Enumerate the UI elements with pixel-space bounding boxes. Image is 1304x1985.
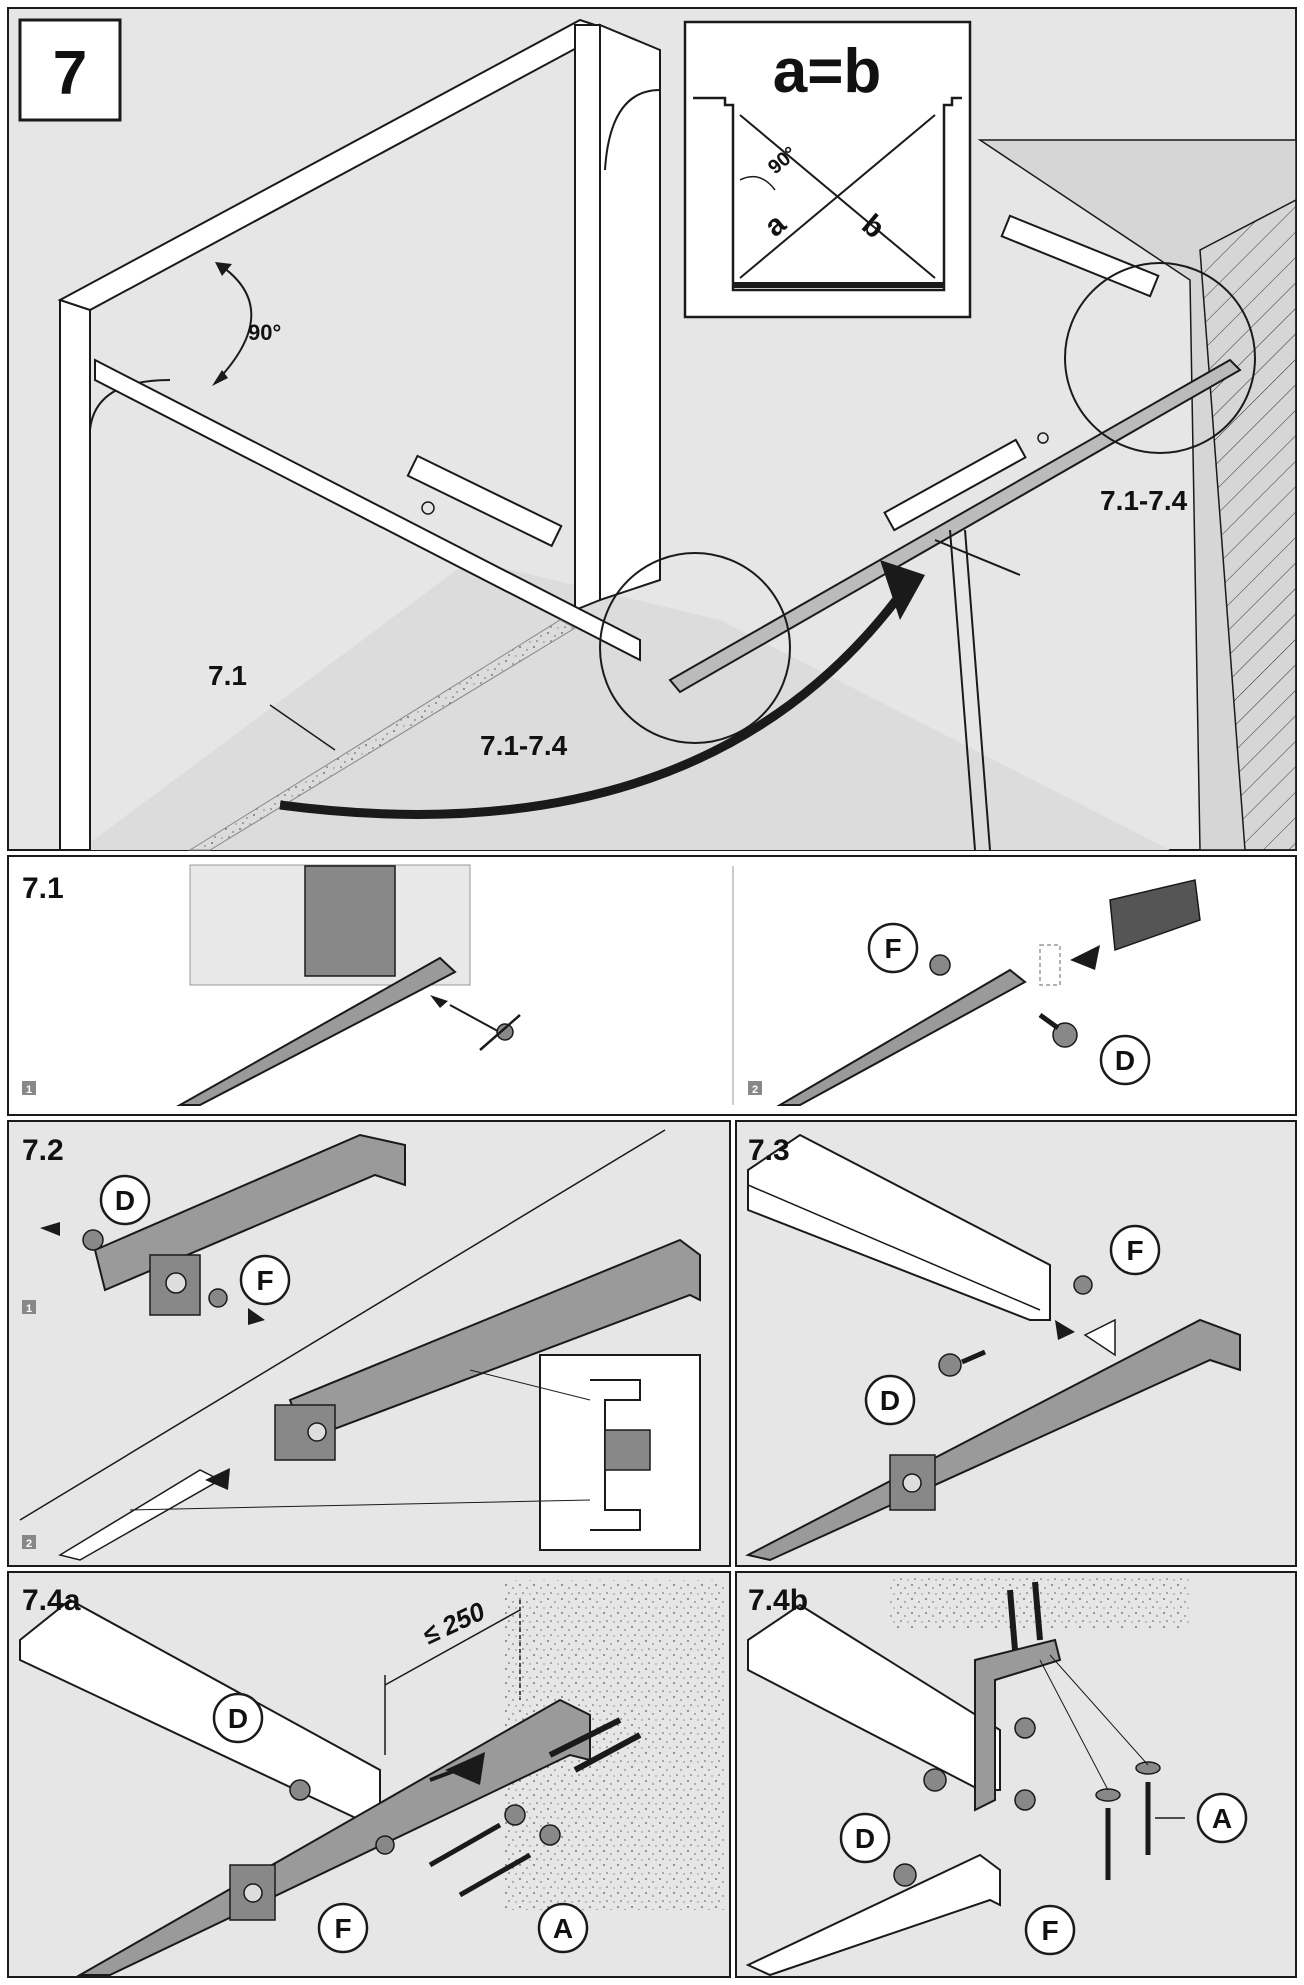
drive-rail [668, 358, 1242, 694]
label-d: D [1115, 1045, 1135, 1076]
main-panel: 90° 7.1-7.4 7.1-7.4 7.1 7 [7, 7, 1297, 851]
panel-7-4b: 7.4b D F A [735, 1571, 1297, 1978]
circle-a [1196, 1792, 1248, 1844]
label-f: F [1041, 1915, 1058, 1946]
circle-d [864, 1374, 916, 1426]
sub-step-2: 2 [752, 1084, 758, 1096]
inset-formula: a=b [773, 37, 882, 106]
label-d: D [855, 1823, 875, 1854]
circle-f [867, 922, 919, 974]
sub-step-2: 2 [26, 1538, 32, 1550]
panel-title-7-2: 7.2 [22, 1134, 64, 1167]
label-f: F [256, 1265, 273, 1296]
detail-circle-right [1064, 262, 1256, 454]
detail-circle-left [599, 552, 791, 744]
panel-title-7-4a: 7.4a [22, 1584, 81, 1617]
circle-f [239, 1254, 291, 1306]
step-number: 7 [53, 39, 87, 108]
circle-d [839, 1812, 891, 1864]
squareness-inset: a=b 90° a b [683, 20, 972, 319]
panel-title-7-1: 7.1 [22, 872, 64, 905]
sub-step-1: 1 [26, 1303, 32, 1315]
circle-d [1099, 1034, 1151, 1086]
label-f: F [334, 1913, 351, 1944]
label-d: D [880, 1385, 900, 1416]
curved-arrow [279, 592, 904, 819]
callout-right: 7.1-7.4 [1100, 485, 1188, 516]
angle-label: 90° [248, 320, 281, 345]
circle-f [1024, 1904, 1076, 1956]
circle-d [212, 1692, 264, 1744]
panel-7-4a: ≤ 250 7.4a D F A [7, 1571, 731, 1978]
door-frame [57, 18, 661, 851]
support-stand [934, 529, 1021, 851]
panel-title-7-4b: 7.4b [748, 1584, 808, 1617]
circle-d [99, 1174, 151, 1226]
panel-7-1: 7.1 1 2 F D [7, 855, 1297, 1116]
callout-7-1: 7.1 [208, 660, 247, 691]
label-d: D [115, 1185, 135, 1216]
label-f: F [1126, 1235, 1143, 1266]
label-d: D [228, 1703, 248, 1734]
label-a: A [1212, 1803, 1232, 1834]
label-f: F [884, 933, 901, 964]
circle-f [1109, 1224, 1161, 1276]
step-number-box: 7 [18, 18, 122, 122]
panel-7-3: 7.3 F D [735, 1120, 1297, 1567]
callout-left: 7.1-7.4 [480, 730, 568, 761]
panel-title-7-3: 7.3 [748, 1134, 790, 1167]
sub-step-1: 1 [26, 1084, 32, 1096]
panel-7-2: 1 2 7.2 D F [7, 1120, 731, 1567]
circle-a [537, 1902, 589, 1954]
circle-f [317, 1902, 369, 1954]
label-a: A [553, 1913, 573, 1944]
